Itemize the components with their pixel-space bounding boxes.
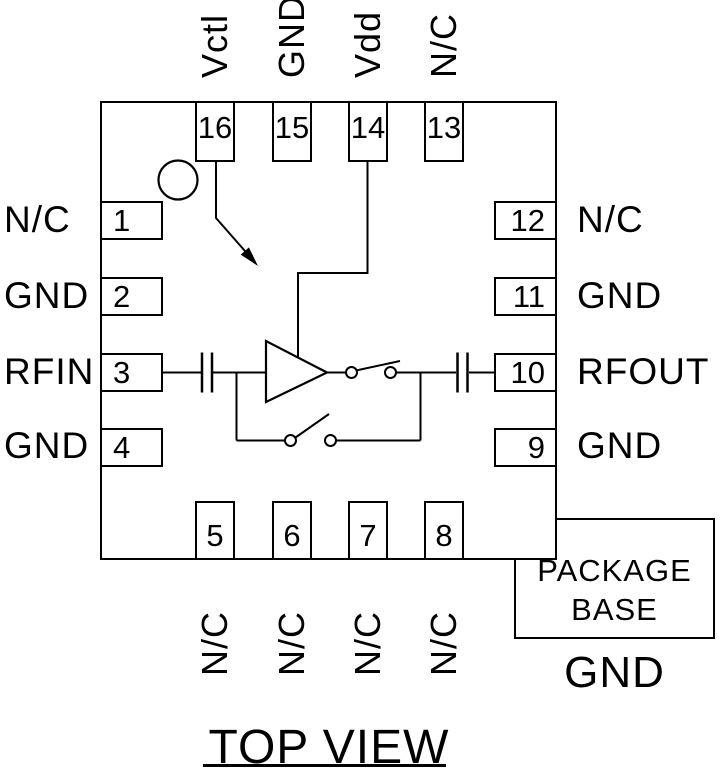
- top-view-title: TOP VIEW: [208, 721, 450, 772]
- pin-label-8: N/C: [423, 611, 464, 676]
- pin-number: 4: [113, 429, 131, 465]
- package-base-line2: BASE: [571, 592, 658, 627]
- bypass-path: [235, 372, 422, 442]
- pin-number: 16: [197, 110, 233, 145]
- pin-label-16: Vctl: [194, 13, 235, 78]
- pin-label-1: N/C: [4, 199, 71, 240]
- pin-box-13: 13: [424, 101, 464, 162]
- pin-number: 8: [435, 518, 453, 553]
- pin-label-4: GND: [4, 425, 90, 466]
- pin-number: 3: [113, 354, 131, 390]
- pin-label-11: GND: [577, 275, 663, 316]
- pin-number: 11: [512, 278, 545, 314]
- top-view-underline: [203, 764, 446, 767]
- pin-number: 12: [510, 202, 545, 238]
- pin-box-15: 15: [272, 101, 312, 162]
- pin-label-2: GND: [4, 275, 90, 316]
- pin-number: 7: [359, 518, 377, 553]
- pin-label-10: RFOUT: [577, 351, 710, 392]
- pin-label-14: Vdd: [347, 10, 388, 78]
- vctl-control-arrow-icon: [215, 162, 258, 266]
- pin-box-6: 6: [272, 501, 312, 560]
- pin-number: 5: [206, 518, 224, 553]
- bypass-switch-icon: [284, 413, 337, 447]
- pin-label-6: N/C: [271, 611, 312, 676]
- pin-label-15: GND: [271, 0, 312, 78]
- pin-box-8: 8: [424, 501, 464, 560]
- package-base-box: PACKAGE BASE: [514, 518, 715, 639]
- pin-number: 9: [527, 429, 545, 465]
- pin-number: 14: [350, 110, 386, 145]
- pin-box-12: 12: [494, 201, 557, 240]
- pin-number: 10: [510, 354, 545, 390]
- pin-box-3: 3: [100, 353, 163, 392]
- package-base-line1: PACKAGE: [537, 553, 692, 588]
- package-outline: [100, 101, 557, 560]
- pin-number: 15: [274, 110, 310, 145]
- vdd-supply-line: [297, 162, 369, 357]
- pin-label-9: GND: [577, 425, 663, 466]
- pin1-marker-icon: [157, 159, 199, 201]
- pin-number: 2: [113, 278, 131, 314]
- pin-label-12: N/C: [577, 199, 644, 240]
- pin-label-3: RFIN: [4, 351, 95, 392]
- pin-box-2: 2: [100, 277, 163, 316]
- pin-box-11: 11: [494, 277, 557, 316]
- pin-number: 6: [283, 518, 301, 553]
- pin-number: 13: [426, 110, 462, 145]
- pin-box-9: 9: [494, 428, 557, 467]
- input-dc-block-capacitor-icon: [200, 352, 214, 393]
- pin-box-16: 16: [195, 101, 235, 162]
- pin-label-13: N/C: [423, 13, 464, 78]
- pin-box-10: 10: [494, 353, 557, 392]
- pin-label-7: N/C: [347, 611, 388, 676]
- pin-box-5: 5: [195, 501, 235, 560]
- series-switch-icon: [327, 360, 456, 379]
- output-dc-block-capacitor-icon: [456, 352, 469, 393]
- pin-box-14: 14: [348, 101, 388, 162]
- pin-box-7: 7: [348, 501, 388, 560]
- pin-label-5: N/C: [194, 611, 235, 676]
- amplifier-icon: [264, 339, 330, 404]
- pin-box-1: 1: [100, 201, 163, 240]
- pin-box-4: 4: [100, 428, 163, 467]
- package-base-ground-label: GND: [564, 648, 665, 697]
- pin-number: 1: [113, 202, 131, 238]
